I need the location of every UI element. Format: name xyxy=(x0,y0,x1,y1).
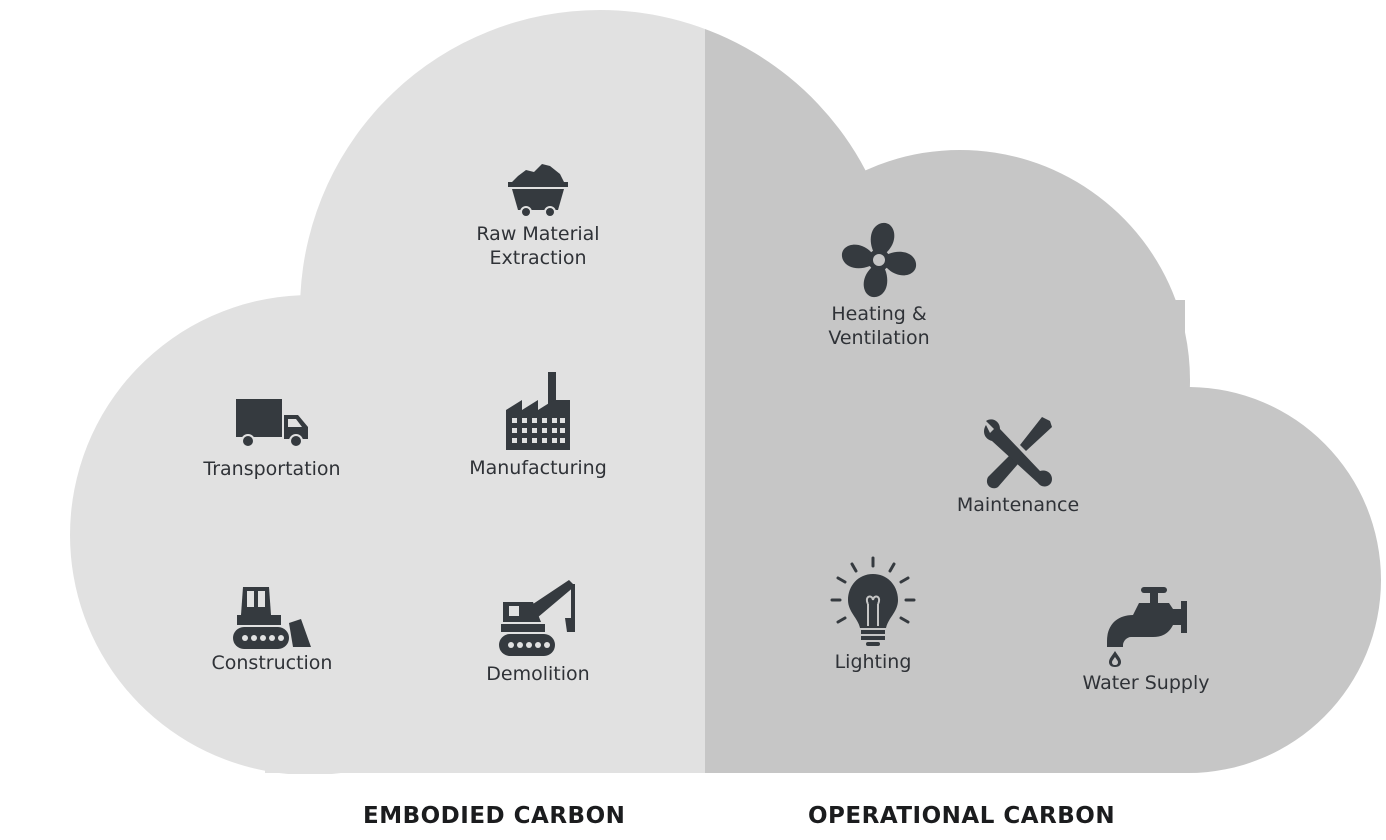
factory-icon xyxy=(458,370,618,450)
lightbulb-icon xyxy=(793,556,953,648)
bulldozer-icon xyxy=(192,585,352,651)
raw-material-extraction-label: Raw Material Extraction xyxy=(476,223,600,269)
embodied-carbon-caption: EMBODIED CARBON xyxy=(363,803,626,829)
truck-icon xyxy=(192,395,352,451)
maintenance-label: Maintenance xyxy=(956,494,1080,516)
operational-carbon-caption: OPERATIONAL CARBON xyxy=(808,803,1116,829)
water-supply-item: Water Supply xyxy=(1066,585,1226,695)
fan-icon xyxy=(799,220,959,300)
construction-label: Construction xyxy=(211,652,333,674)
wrench-screwdriver-icon xyxy=(938,415,1098,491)
manufacturing-label: Manufacturing xyxy=(469,457,607,479)
construction-item: Construction xyxy=(192,585,352,675)
maintenance-item: Maintenance xyxy=(938,415,1098,517)
transportation-label: Transportation xyxy=(203,458,341,480)
transportation-item: Transportation xyxy=(192,395,352,481)
faucet-icon xyxy=(1066,585,1226,667)
demolition-label: Demolition xyxy=(486,663,590,685)
manufacturing-item: Manufacturing xyxy=(458,370,618,480)
lighting-item: Lighting xyxy=(793,556,953,674)
lighting-label: Lighting xyxy=(834,651,912,673)
mine-cart-icon xyxy=(458,150,618,218)
excavator-icon xyxy=(458,578,618,660)
heating-ventilation-label: Heating & Ventilation xyxy=(828,303,930,349)
water-supply-label: Water Supply xyxy=(1082,672,1210,694)
raw-material-extraction-item: Raw Material Extraction xyxy=(458,150,618,270)
demolition-item: Demolition xyxy=(458,578,618,686)
heating-ventilation-item: Heating & Ventilation xyxy=(799,220,959,350)
